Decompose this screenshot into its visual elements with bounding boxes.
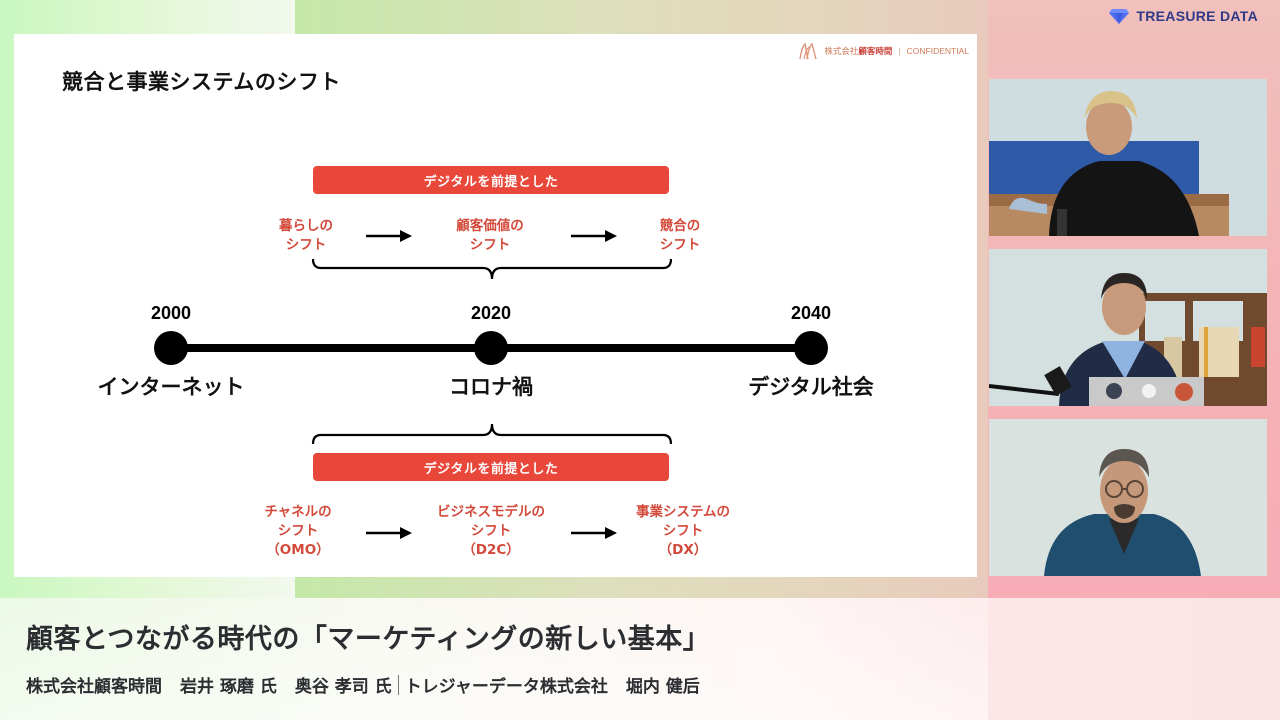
bottom-brace bbox=[311, 423, 673, 445]
timeline-label-internet: インターネット bbox=[97, 375, 245, 399]
presentation-slide: 株式会社顧客時間 | CONFIDENTIAL 競合と事業システムのシフト デジ… bbox=[14, 34, 977, 577]
timeline-label-covid: コロナ禍 bbox=[449, 375, 533, 399]
speaker-3-video bbox=[989, 419, 1267, 576]
timeline-dot-2000 bbox=[154, 331, 188, 365]
speaker-credits: 株式会社顧客時間 岩井 琢磨 氏 奥谷 孝司 氏 トレジャーデータ株式会社 堀内… bbox=[26, 672, 700, 697]
top-brace bbox=[311, 258, 673, 280]
top-banner: デジタルを前提とした bbox=[313, 166, 669, 194]
bottom-step-1: チャネルのシフト（OMO） bbox=[264, 504, 332, 558]
speaker-1-name: 岩井 琢磨 氏 bbox=[180, 677, 277, 697]
company-name: 株式会社顧客時間 bbox=[824, 46, 893, 56]
company-1: 株式会社顧客時間 bbox=[26, 677, 162, 697]
company-2: トレジャーデータ株式会社 bbox=[404, 677, 608, 697]
background-bottom-fade bbox=[0, 598, 988, 720]
arrow-right-icon bbox=[366, 230, 412, 242]
speaker-1-video bbox=[989, 79, 1267, 236]
arrow-right-icon bbox=[366, 527, 412, 539]
slide-header-confidential: 株式会社顧客時間 | CONFIDENTIAL bbox=[798, 42, 969, 60]
video-tile-speaker-1 bbox=[989, 79, 1267, 236]
bottom-step-3: 事業システムのシフト（DX） bbox=[635, 504, 731, 558]
speaker-2-name: 奥谷 孝司 氏 bbox=[294, 677, 392, 697]
diamond-icon bbox=[1109, 9, 1130, 24]
timeline-year-2000: 2000 bbox=[150, 303, 192, 323]
arrow-right-icon bbox=[571, 527, 617, 539]
video-tile-speaker-3 bbox=[989, 419, 1267, 576]
speaker-2-video bbox=[989, 249, 1267, 406]
treasure-data-logo: TREASURE DATA bbox=[1109, 6, 1258, 26]
arrow-right-icon bbox=[571, 230, 617, 242]
brand-name: TREASURE DATA bbox=[1136, 8, 1258, 24]
bottom-step-2: ビジネスモデルのシフト（D2C） bbox=[437, 504, 545, 558]
timeline-label-digital-society: デジタル社会 bbox=[748, 375, 874, 399]
timeline-year-2020: 2020 bbox=[470, 303, 512, 323]
video-tile-speaker-2 bbox=[989, 249, 1267, 406]
timeline-dot-2040 bbox=[794, 331, 828, 365]
timeline-dot-2020 bbox=[474, 331, 508, 365]
speaker-3-name: 堀内 健后 bbox=[625, 677, 700, 697]
slide-title: 競合と事業システムのシフト bbox=[62, 70, 341, 94]
confidential-label: CONFIDENTIAL bbox=[906, 46, 969, 56]
top-step-1: 暮らしのシフト bbox=[279, 218, 333, 253]
hands-logo-icon bbox=[799, 42, 818, 60]
program-title: 顧客とつながる時代の「マーケティングの新しい基本」 bbox=[26, 624, 711, 655]
header-separator: | bbox=[898, 46, 901, 56]
bottom-banner: デジタルを前提とした bbox=[313, 453, 669, 481]
timeline-year-2040: 2040 bbox=[790, 303, 832, 323]
credits-divider bbox=[397, 674, 399, 695]
top-step-2: 顧客価値のシフト bbox=[456, 218, 524, 253]
top-step-3: 競合のシフト bbox=[659, 218, 701, 253]
